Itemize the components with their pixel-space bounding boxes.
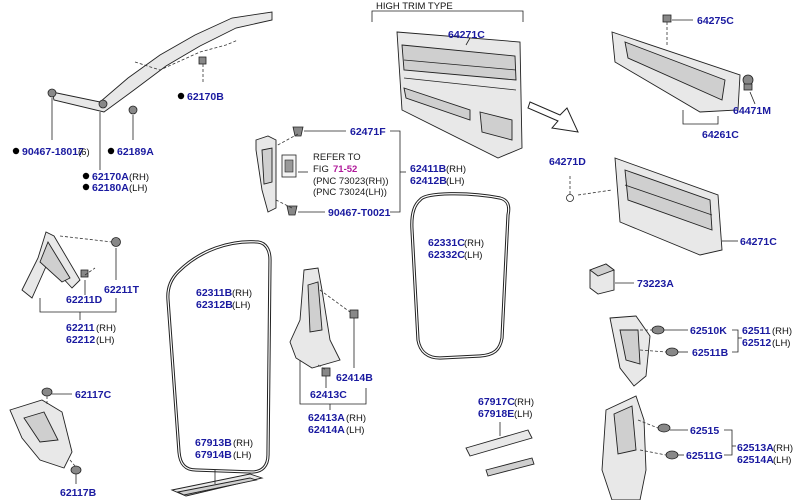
callout-90467-18017-qty: (6) xyxy=(78,147,90,158)
callout-62331c-side: (RH) xyxy=(464,238,484,249)
callout-62170a[interactable]: 62170A xyxy=(92,171,129,183)
callout-62170b[interactable]: 62170B xyxy=(187,91,224,103)
callout-62311b[interactable]: 62311B xyxy=(196,287,233,299)
callout-62514a[interactable]: 62514A xyxy=(737,454,774,466)
callout-62211t[interactable]: 62211T xyxy=(104,284,140,296)
callout-62471f[interactable]: 62471F xyxy=(350,126,386,138)
back-panel-high xyxy=(396,31,523,159)
callout-62414a[interactable]: 62414A xyxy=(308,424,345,436)
callout-62414a-side: (LH) xyxy=(346,425,364,436)
callout-62515[interactable]: 62515 xyxy=(690,425,719,437)
callout-62511g[interactable]: 62511G xyxy=(686,450,723,462)
rear-scuff-plate xyxy=(465,429,535,477)
bracket-62411b xyxy=(390,130,401,213)
pnc-73023-label: (PNC 73023(RH)) xyxy=(313,176,389,187)
callout-62180a-side: (LH) xyxy=(129,183,147,194)
callout-62211-side: (RH) xyxy=(96,323,116,334)
fig-ref-link[interactable]: 71-52 xyxy=(333,164,357,175)
callout-62189a[interactable]: 62189A xyxy=(117,146,154,158)
callout-67914b[interactable]: 67914B xyxy=(195,449,232,461)
leader-64261c xyxy=(682,110,719,125)
callout-62510k[interactable]: 62510K xyxy=(690,325,727,337)
refer-to-label: REFER TO xyxy=(313,152,361,163)
callout-62511-side: (RH) xyxy=(772,326,792,337)
quarter-trim-upper xyxy=(609,315,679,387)
callout-67914b-side: (LH) xyxy=(233,450,251,461)
callout-62512[interactable]: 62512 xyxy=(742,337,771,349)
callout-67913b[interactable]: 67913B xyxy=(195,437,232,449)
quarter-trim-lower xyxy=(601,395,679,500)
callout-64271c-low[interactable]: 64271C xyxy=(740,236,777,248)
callout-62117b[interactable]: 62117B xyxy=(60,487,97,499)
callout-62212-side: (LH) xyxy=(96,335,114,346)
callout-62180a[interactable]: 62180A xyxy=(92,182,129,194)
cowl-side-trim xyxy=(9,387,82,475)
fig-prefix: FIG xyxy=(313,164,329,175)
callout-62414b[interactable]: 62414B xyxy=(336,372,373,384)
callout-73223a[interactable]: 73223A xyxy=(637,278,674,290)
front-scuff-plate xyxy=(170,473,264,497)
callout-64471m[interactable]: 64471M xyxy=(733,105,771,117)
callout-62412b[interactable]: 62412B xyxy=(410,175,447,187)
bracket-62511 xyxy=(732,329,739,353)
back-door-weatherstrip xyxy=(410,192,511,360)
callout-62512-side: (LH) xyxy=(772,338,790,349)
callout-62413a[interactable]: 62413A xyxy=(308,412,345,424)
high-trim-bracket: HIGH TRIM TYPE xyxy=(371,1,524,22)
callout-90467-t0021[interactable]: 90467-T0021 xyxy=(328,207,391,219)
callout-62411b[interactable]: 62411B xyxy=(410,163,447,175)
callout-64275c[interactable]: 64275C xyxy=(697,15,734,27)
pnc-73024-label: (PNC 73024(LH)) xyxy=(313,187,387,198)
bracket-62513 xyxy=(724,429,733,456)
callout-62513a-side: (RH) xyxy=(773,443,793,454)
callout-62117c[interactable]: 62117C xyxy=(75,389,112,401)
callout-67917c-side: (RH) xyxy=(514,397,534,408)
callout-62511b[interactable]: 62511B xyxy=(692,347,729,359)
roof-side-trim xyxy=(47,11,273,115)
callout-62312b-side: (LH) xyxy=(232,300,250,311)
callout-62311b-side: (RH) xyxy=(232,288,252,299)
leader-64271c-top xyxy=(465,37,471,46)
callout-90467-18017[interactable]: 90467-18017 xyxy=(22,146,84,158)
callout-62412b-side: (LH) xyxy=(446,176,464,187)
bracket-73223a xyxy=(589,263,615,295)
callout-62211[interactable]: 62211 xyxy=(66,322,95,334)
callout-62332c-side: (LH) xyxy=(464,250,482,261)
front-door-weatherstrip xyxy=(166,240,272,474)
callout-62411b-side: (RH) xyxy=(446,164,466,175)
callout-62511[interactable]: 62511 xyxy=(742,325,771,337)
callout-64261c[interactable]: 64261C xyxy=(702,129,739,141)
callout-67913b-side: (RH) xyxy=(233,438,253,449)
leader-64471m xyxy=(749,91,756,105)
back-panel-low xyxy=(614,157,723,256)
bracket-62211 xyxy=(39,298,117,313)
callout-62332c[interactable]: 62332C xyxy=(428,249,465,261)
callout-67918e[interactable]: 67918E xyxy=(478,408,514,420)
grommet-icon xyxy=(566,194,574,202)
direction-arrow-icon xyxy=(527,101,579,133)
center-pillar-upper xyxy=(255,126,304,216)
high-trim-label: HIGH TRIM TYPE xyxy=(376,1,453,12)
callout-62514a-side: (LH) xyxy=(773,455,791,466)
callout-62312b[interactable]: 62312B xyxy=(196,299,233,311)
callout-62212[interactable]: 62212 xyxy=(66,334,95,346)
callout-62170a-side: (RH) xyxy=(129,172,149,183)
callout-62513a[interactable]: 62513A xyxy=(737,442,774,454)
callout-67918e-side: (LH) xyxy=(514,409,532,420)
callout-62211d[interactable]: 62211D xyxy=(66,294,103,306)
front-pillar-trim xyxy=(21,231,121,299)
callout-64271c-top[interactable]: 64271C xyxy=(448,29,485,41)
side-trim-upper xyxy=(611,14,754,113)
callout-64271d[interactable]: 64271D xyxy=(549,156,586,168)
callout-67917c[interactable]: 67917C xyxy=(478,396,515,408)
bracket-62413 xyxy=(299,360,367,405)
center-pillar-lower xyxy=(289,267,359,377)
callout-62331c[interactable]: 62331C xyxy=(428,237,465,249)
callout-62413c[interactable]: 62413C xyxy=(310,389,347,401)
callout-62413a-side: (RH) xyxy=(346,413,366,424)
